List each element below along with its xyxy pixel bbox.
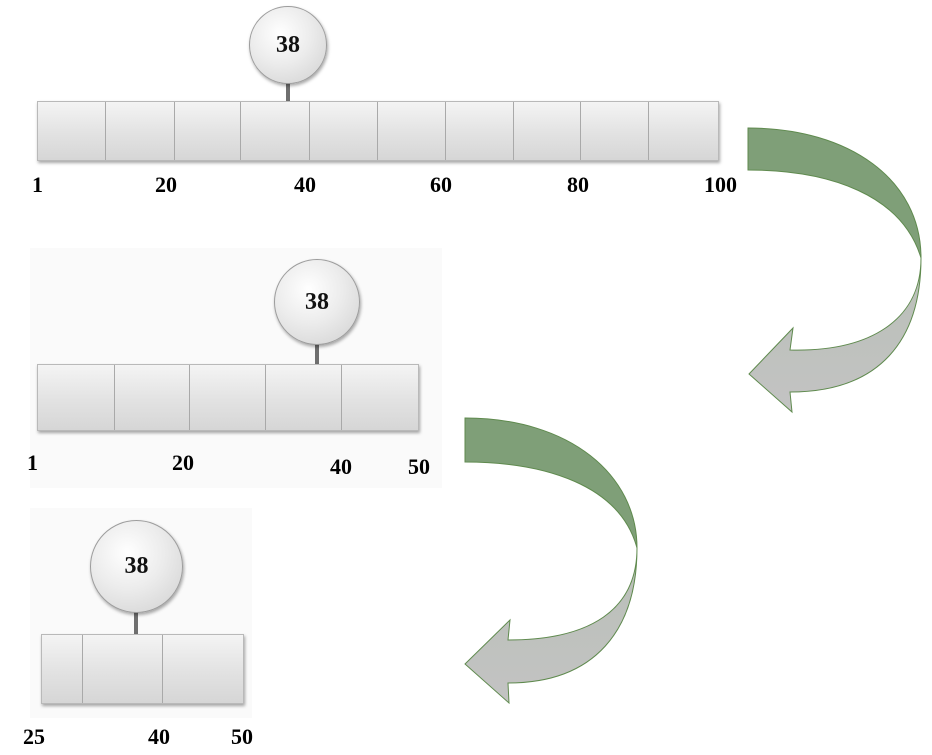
tick-label: 20 [172, 450, 194, 475]
array-cell [174, 102, 242, 160]
tick-label: 20 [155, 172, 177, 197]
array-cell [105, 102, 175, 160]
array-cell [241, 102, 311, 160]
marker-stem [286, 82, 290, 104]
array-cell [162, 635, 243, 703]
tick-label: 1 [27, 450, 38, 475]
marker-stem [134, 609, 138, 635]
array-cell [42, 635, 83, 703]
tick-label: 40 [330, 454, 352, 479]
tick-label: 50 [231, 724, 253, 749]
array-cell [114, 365, 191, 430]
array-cell [513, 102, 582, 160]
array-cell [310, 102, 378, 160]
array-cell [38, 365, 115, 430]
tick-label: 1 [32, 172, 43, 197]
array-cell [265, 365, 343, 430]
search-marker-38: 38 [274, 259, 360, 345]
array-bar [41, 634, 244, 704]
search-value-label: 38 [124, 553, 149, 579]
tick-label: 50 [408, 454, 430, 479]
array-cell [342, 365, 418, 430]
search-marker-38: 38 [249, 6, 327, 84]
tick-label: 40 [294, 172, 316, 197]
marker-stem [315, 342, 319, 366]
array-cell [445, 102, 514, 160]
tick-label: 100 [704, 172, 737, 197]
array-cell [649, 102, 718, 160]
array-cell [190, 365, 266, 430]
array-bar [37, 101, 719, 161]
array-bar [37, 364, 419, 431]
search-marker-38: 38 [90, 520, 183, 613]
tick-label: 60 [430, 172, 452, 197]
array-cell [581, 102, 650, 160]
array-cell [38, 102, 106, 160]
search-value-label: 38 [276, 31, 300, 58]
search-value-label: 38 [305, 288, 329, 315]
array-cell [377, 102, 446, 160]
tick-label: 80 [567, 172, 589, 197]
tick-label: 25 [23, 724, 45, 749]
tick-label: 40 [148, 724, 170, 749]
array-cell [82, 635, 163, 703]
